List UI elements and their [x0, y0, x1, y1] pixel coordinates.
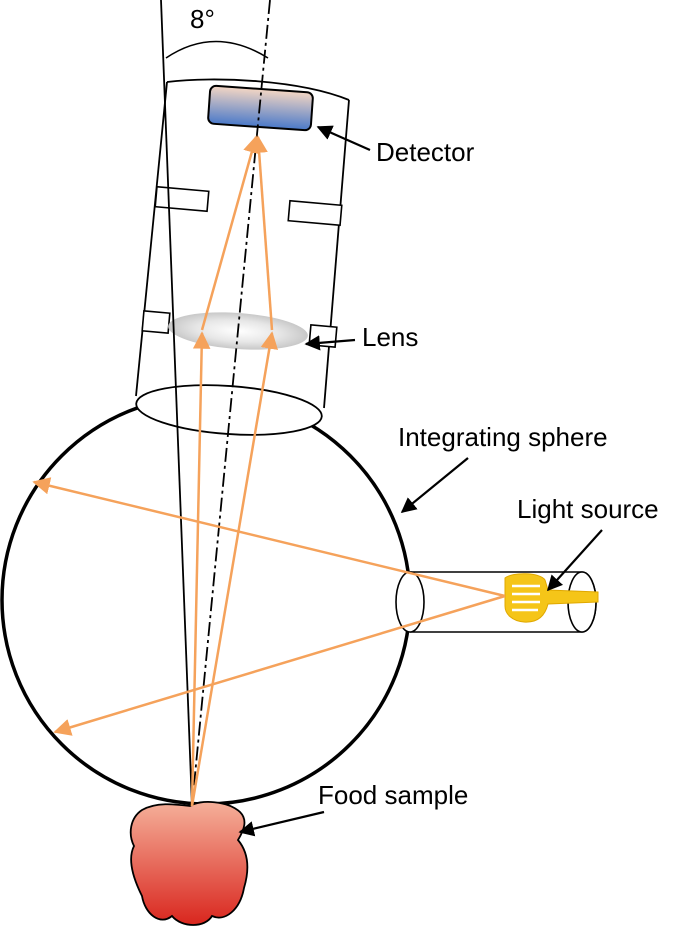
- sphere-pointer: [400, 457, 469, 513]
- angle-arc: [165, 40, 269, 59]
- detector-axis-line: [191, 0, 271, 807]
- detector: [207, 84, 314, 132]
- light-source-pointer: [546, 529, 603, 592]
- ray-lens-right-to-detector: [250, 135, 274, 331]
- food-sample: [129, 801, 249, 926]
- integrating-sphere-label: Integrating sphere: [398, 422, 608, 452]
- light-rays: [32, 135, 506, 807]
- light-source-label: Light source: [517, 494, 659, 524]
- lens-pointer: [304, 335, 356, 351]
- baffle-lower-left: [141, 310, 171, 334]
- food-sample-pointer: [238, 810, 325, 837]
- ray-lens-left-to-detector: [200, 135, 261, 331]
- ray-sample-to-lens-right: [190, 331, 279, 807]
- label-arrows: [238, 125, 603, 837]
- detector-label: Detector: [376, 137, 475, 167]
- integrating-sphere: [0, 394, 412, 806]
- baffle-upper-right: [287, 199, 343, 227]
- detector-pointer: [316, 125, 371, 152]
- ray-sample-to-lens-left: [190, 331, 211, 807]
- ray-source-to-lower-left: [53, 594, 506, 736]
- reference-axes: [160, 0, 271, 807]
- ray-source-to-upper-left: [32, 477, 506, 598]
- lens-label: Lens: [362, 322, 418, 352]
- sample-normal-line: [160, 0, 193, 807]
- lamp-icon: [504, 573, 599, 623]
- baffle-upper-left: [154, 185, 210, 213]
- food-sample-label: Food sample: [318, 780, 468, 810]
- angle-label: 8°: [190, 4, 215, 34]
- detector-tube: [114, 78, 387, 436]
